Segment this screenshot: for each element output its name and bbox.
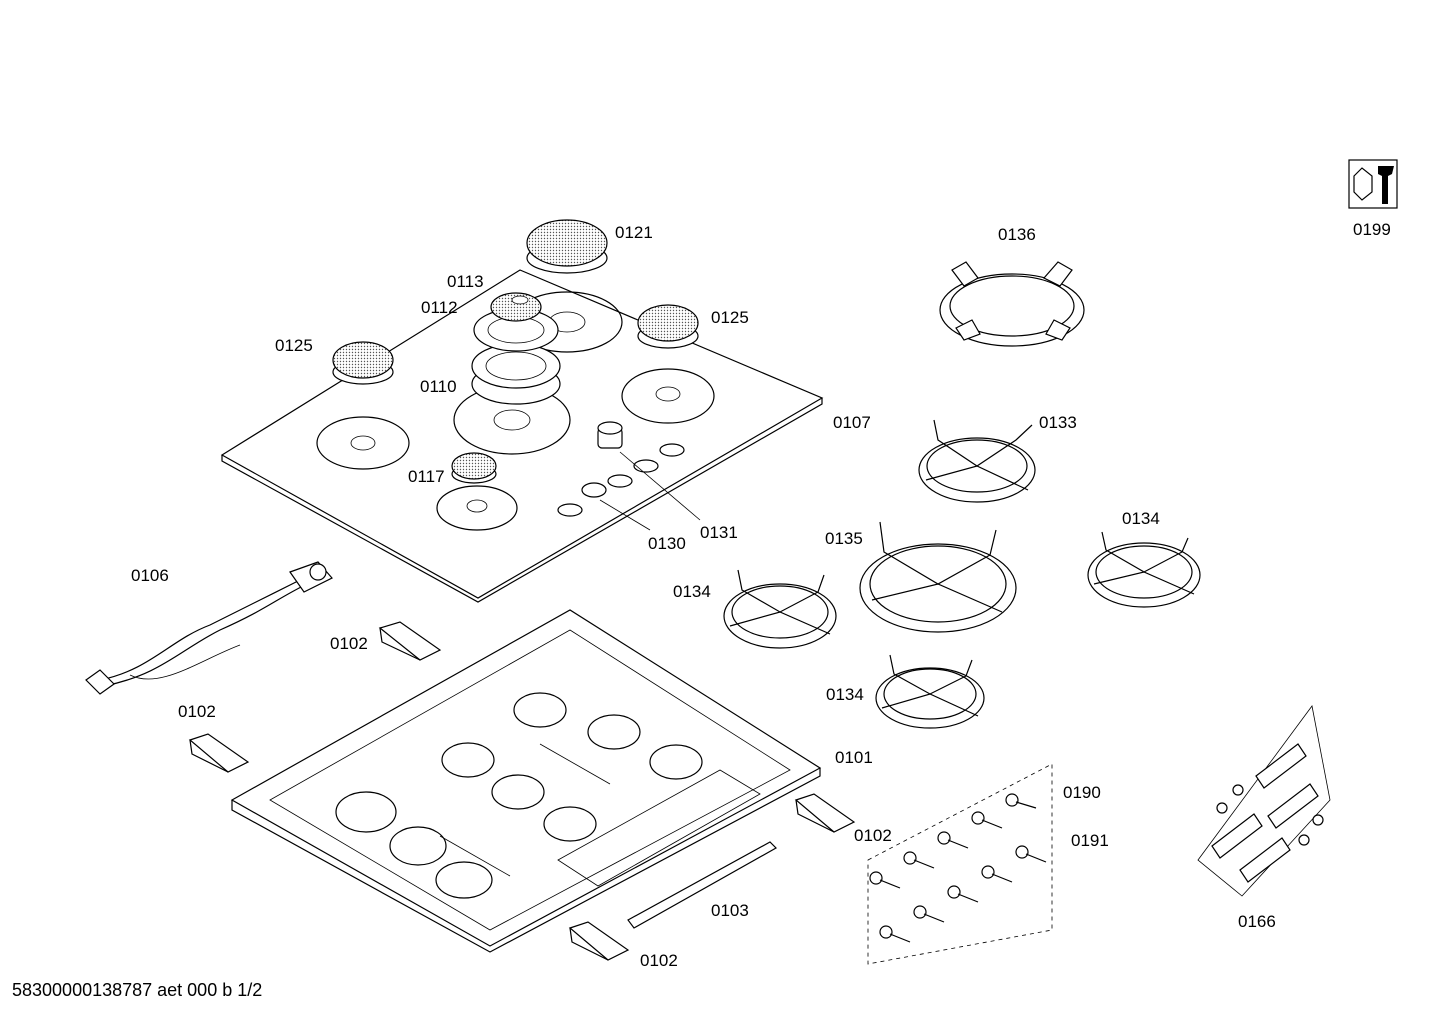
label-0103: 0103 <box>711 901 749 920</box>
label-0125-left: 0125 <box>275 336 313 355</box>
label-0135: 0135 <box>825 529 863 548</box>
label-0134-right: 0134 <box>1122 509 1160 528</box>
label-0191: 0191 <box>1071 831 1109 850</box>
label-0136: 0136 <box>998 225 1036 244</box>
power-cable <box>85 561 333 695</box>
pan-support-0133 <box>918 419 1036 503</box>
label-0107: 0107 <box>833 413 871 432</box>
pan-support-0134-left <box>723 569 837 649</box>
pan-support-0134-bottom <box>875 654 985 729</box>
label-0101: 0101 <box>835 748 873 767</box>
label-0102-left: 0102 <box>178 702 216 721</box>
label-0112: 0112 <box>421 298 458 317</box>
diagram-footer-code: 58300000138787 aet 000 b 1/2 <box>12 980 263 1000</box>
clamp-0102-bottom <box>568 921 630 961</box>
pan-support-0134-right <box>1087 531 1201 608</box>
clamp-0102-left <box>188 733 250 773</box>
clamp-0102-right <box>794 793 856 833</box>
burner-cap-right <box>637 304 699 349</box>
bottom-tray <box>230 609 822 953</box>
label-0131: 0131 <box>700 523 738 542</box>
label-0102-top: 0102 <box>330 634 368 653</box>
cooktop-plate <box>220 269 824 603</box>
label-0133: 0133 <box>1039 413 1077 432</box>
fixing-kit <box>1197 705 1331 897</box>
wok-burner-assembly <box>471 292 561 405</box>
label-0134-bottom: 0134 <box>826 685 864 704</box>
label-0125-right: 0125 <box>711 308 749 327</box>
label-0113: 0113 <box>447 272 484 291</box>
label-0199: 0199 <box>1353 220 1391 239</box>
label-0102-right: 0102 <box>854 826 892 845</box>
service-tool-icon <box>1348 159 1398 209</box>
label-0130: 0130 <box>648 534 686 553</box>
burner-cap-left <box>332 341 394 385</box>
label-0117: 0117 <box>408 467 445 486</box>
label-0106: 0106 <box>131 566 169 585</box>
clamp-0102-top <box>378 621 442 661</box>
label-0110: 0110 <box>420 377 457 396</box>
burner-cap-small <box>451 452 497 484</box>
pan-support-0135 <box>859 521 1017 633</box>
label-0190: 0190 <box>1063 783 1101 802</box>
screw-group <box>867 763 1053 965</box>
seal-strip <box>627 841 777 929</box>
burner-cap-large <box>526 219 608 274</box>
pan-support-wok <box>939 261 1085 347</box>
label-0121: 0121 <box>615 223 653 242</box>
label-0166: 0166 <box>1238 912 1276 931</box>
label-0102-bottom: 0102 <box>640 951 678 970</box>
label-0134-left: 0134 <box>673 582 711 601</box>
